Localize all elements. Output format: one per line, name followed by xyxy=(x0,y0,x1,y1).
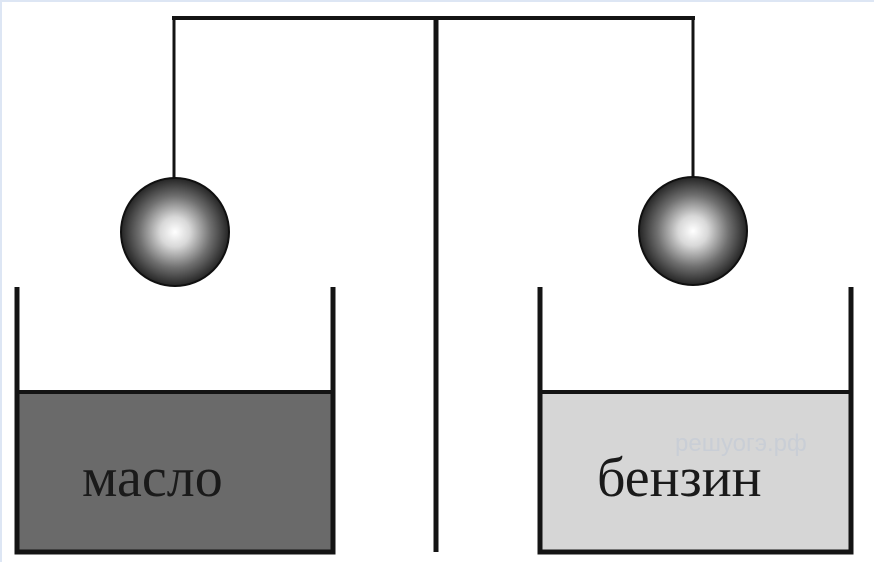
right-vessel xyxy=(537,287,854,555)
left-vessel-walls xyxy=(14,287,336,555)
right-ball xyxy=(638,176,748,286)
left-vessel xyxy=(14,287,336,555)
watermark-text: решуогэ.рф xyxy=(675,430,807,457)
right-vessel-walls xyxy=(537,287,854,555)
oil-liquid xyxy=(17,392,333,552)
petrol-liquid xyxy=(540,392,851,552)
petrol-label: бензин xyxy=(597,447,762,509)
oil-label: масло xyxy=(82,447,223,509)
left-ball xyxy=(120,177,230,287)
